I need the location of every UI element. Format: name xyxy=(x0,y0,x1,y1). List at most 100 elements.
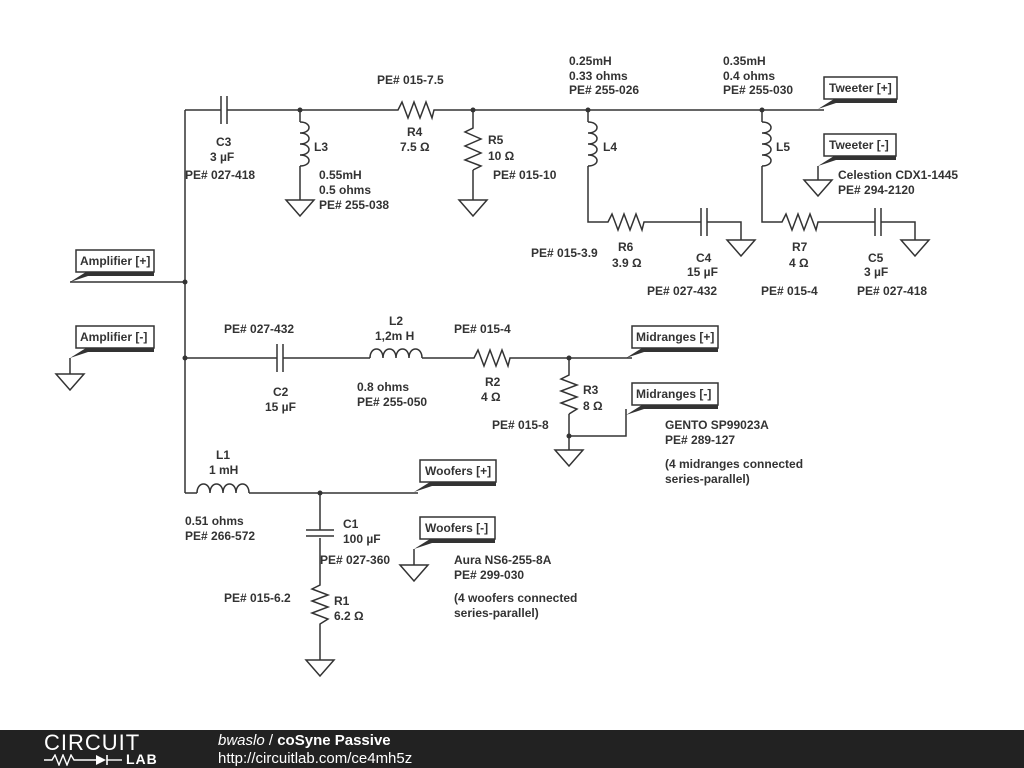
part-label: PE# 027-432 xyxy=(224,322,294,336)
net-tag-woof-neg[interactable]: Woofers [-] xyxy=(413,516,496,565)
capacitor-c4[interactable] xyxy=(694,208,714,236)
inductor-l3[interactable] xyxy=(299,121,310,167)
tag-label: Tweeter [-] xyxy=(829,138,889,152)
tag-label: Woofers [+] xyxy=(425,464,491,478)
value-label: 100 µF xyxy=(343,532,381,546)
value-label: 15 µF xyxy=(265,400,296,414)
part-label: PE# 255-050 xyxy=(357,395,427,409)
part-label: PE# 015-8 xyxy=(492,418,549,432)
capacitor-c2[interactable] xyxy=(270,344,290,372)
part-label: PE# 015-4 xyxy=(761,284,818,298)
resistor-r7[interactable] xyxy=(778,211,822,233)
ref-label: R4 xyxy=(407,125,423,139)
net-tag-amp-pos[interactable]: Amplifier [+] xyxy=(70,249,155,282)
value-label: 10 Ω xyxy=(488,149,515,163)
labels-c3: C3 3 µF PE# 027-418 xyxy=(185,135,255,182)
labels-r4: PE# 015-7.5 R4 7.5 Ω xyxy=(377,73,444,154)
part-label: PE# 015-3.9 xyxy=(531,246,598,260)
capacitor-c3[interactable] xyxy=(214,96,234,124)
part-label: PE# 027-418 xyxy=(185,168,255,182)
note-line: GENTO SP99023A xyxy=(665,418,769,432)
capacitor-c5[interactable] xyxy=(868,208,888,236)
ref-label: R5 xyxy=(488,133,504,147)
net-tag-woof-pos[interactable]: Woofers [+] xyxy=(414,459,497,492)
ground-tweeter-neg xyxy=(802,179,834,198)
labels-r3: R3 8 Ω PE# 015-8 xyxy=(492,383,603,432)
value-label: 3 µF xyxy=(864,265,888,279)
resistance-label: 0.51 ohms xyxy=(185,514,244,528)
labels-r7: R7 4 Ω PE# 015-4 xyxy=(761,240,818,298)
capacitor-c1[interactable] xyxy=(306,528,334,537)
note-line: PE# 289-127 xyxy=(665,433,735,447)
author-link[interactable]: bwaslo xyxy=(218,732,265,749)
net-tag-tweeter-pos[interactable]: Tweeter [+] xyxy=(818,76,898,109)
ground-l3 xyxy=(284,199,316,218)
labels-l5: 0.35mH 0.4 ohms PE# 255-030 L5 xyxy=(723,54,793,154)
note-line: Aura NS6-255-8A xyxy=(454,553,552,567)
ground-symbols xyxy=(54,179,931,678)
part-label: PE# 027-360 xyxy=(320,553,390,567)
resistor-r6[interactable] xyxy=(604,211,648,233)
ground-c5 xyxy=(899,239,931,258)
title-separator: / xyxy=(264,732,278,749)
tag-label: Woofers [-] xyxy=(425,521,488,535)
net-tag-tweeter-neg[interactable]: Tweeter [-] xyxy=(817,133,897,180)
net-tag-mid-neg[interactable]: Midranges [-] xyxy=(626,382,719,415)
ref-label: R6 xyxy=(618,240,634,254)
resistor-r4[interactable] xyxy=(394,99,438,121)
ref-label: C1 xyxy=(343,517,359,531)
part-label: PE# 266-572 xyxy=(185,529,255,543)
note-line: series-parallel) xyxy=(665,472,750,486)
labels-l1: L1 1 mH 0.51 ohms PE# 266-572 xyxy=(185,448,255,543)
labels-c1: C1 100 µF PE# 027-360 xyxy=(320,517,390,567)
logo-lab-text: LAB xyxy=(126,751,158,767)
ref-label: C4 xyxy=(696,251,712,265)
note-midrange: GENTO SP99023A PE# 289-127 (4 midranges … xyxy=(665,418,803,486)
net-tag-mid-pos[interactable]: Midranges [+] xyxy=(626,325,719,358)
inductor-l2[interactable] xyxy=(369,348,423,359)
labels-l2: L2 1,2m H 0.8 ohms PE# 255-050 xyxy=(357,314,427,409)
part-label: PE# 027-418 xyxy=(857,284,927,298)
ground-woofer-neg xyxy=(398,564,430,583)
value-label: 6.2 Ω xyxy=(334,609,364,623)
ref-label: L2 xyxy=(389,314,403,328)
note-line: PE# 294-2120 xyxy=(838,183,915,197)
note-line: series-parallel) xyxy=(454,606,539,620)
labels-c4: C4 15 µF PE# 027-432 xyxy=(647,251,718,298)
note-line: PE# 299-030 xyxy=(454,568,524,582)
resistor-r3[interactable] xyxy=(558,370,580,415)
resistor-r2[interactable] xyxy=(470,347,514,369)
part-label: PE# 015-10 xyxy=(493,168,557,182)
spec-label: 0.35mH xyxy=(723,54,766,68)
ref-label: R7 xyxy=(792,240,808,254)
tag-label: Amplifier [-] xyxy=(80,330,147,344)
resistance-label: 0.33 ohms xyxy=(569,69,628,83)
footer-title: bwaslo / coSyne Passive xyxy=(218,732,391,750)
ref-label: R1 xyxy=(334,594,350,608)
project-url[interactable]: http://circuitlab.com/ce4mh5z xyxy=(218,750,413,767)
inductor-l1[interactable] xyxy=(196,483,250,494)
ref-label: L4 xyxy=(603,140,617,154)
part-label: PE# 015-7.5 xyxy=(377,73,444,87)
value-label: 4 Ω xyxy=(789,256,809,270)
note-tweeter: Celestion CDX1-1445 PE# 294-2120 xyxy=(838,168,958,197)
value-label: 15 µF xyxy=(687,265,718,279)
inductor-l5[interactable] xyxy=(761,121,772,167)
ground-amp-neg xyxy=(54,373,86,392)
value-label: 7.5 Ω xyxy=(400,140,430,154)
ground-c4 xyxy=(725,239,757,258)
ref-label: L3 xyxy=(314,140,328,154)
tag-label: Midranges [-] xyxy=(636,387,711,401)
resistor-r5[interactable] xyxy=(463,122,483,171)
ref-label: R3 xyxy=(583,383,599,397)
logo-waveform-icon xyxy=(44,754,122,766)
resistor-r1[interactable] xyxy=(309,580,331,628)
note-line: Celestion CDX1-1445 xyxy=(838,168,958,182)
note-line: (4 woofers connected xyxy=(454,591,577,605)
resistance-label: 0.8 ohms xyxy=(357,380,409,394)
labels-c5: C5 3 µF PE# 027-418 xyxy=(857,251,927,298)
labels-r6: PE# 015-3.9 R6 3.9 Ω xyxy=(531,240,642,270)
ref-label: L5 xyxy=(776,140,790,154)
net-tag-amp-neg[interactable]: Amplifier [-] xyxy=(69,325,155,374)
inductor-l4[interactable] xyxy=(587,121,598,167)
